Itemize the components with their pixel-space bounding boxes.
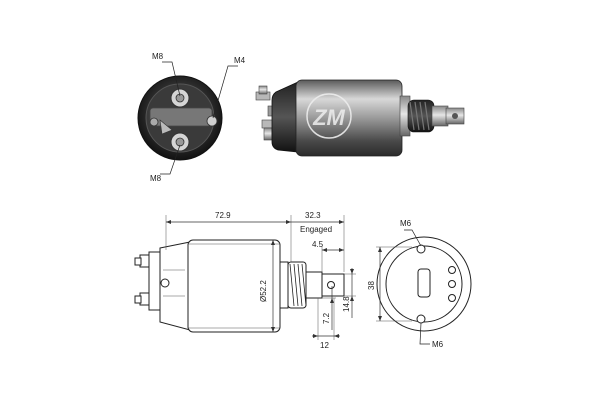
callout-m6-top: M6: [400, 219, 412, 228]
dim-38: 38: [367, 281, 376, 290]
logo-zm: ZM: [312, 105, 345, 130]
spring: [407, 99, 435, 133]
callout-m8-top: M8: [152, 52, 164, 61]
end-view-leader-lines: [160, 61, 238, 175]
dim-4-5: 4.5: [312, 240, 324, 249]
end-drawing: [376, 229, 472, 345]
dimension-lines: [165, 215, 356, 340]
callout-m6-bottom: M6: [432, 340, 444, 349]
side-view-photo: ZM: [255, 79, 465, 157]
dim-length-body: 72.9: [215, 211, 231, 220]
engaged-label: Engaged: [300, 225, 332, 234]
dim-diameter-body: Ø52.2: [259, 280, 268, 302]
dim-7-2: 7.2: [322, 312, 331, 324]
dim-14-8: 14.8: [342, 296, 351, 312]
callout-m8-bottom: M8: [150, 174, 162, 183]
dim-length-engaged: 32.3: [305, 211, 321, 220]
end-view-photo: [137, 75, 223, 161]
side-drawing: [134, 239, 345, 333]
spring-drawing: [287, 261, 307, 309]
dim-12: 12: [320, 341, 329, 350]
callout-m4: M4: [234, 56, 246, 65]
